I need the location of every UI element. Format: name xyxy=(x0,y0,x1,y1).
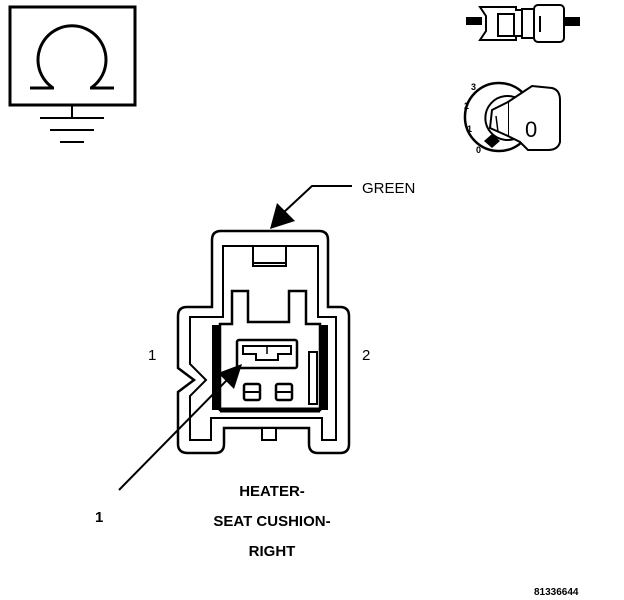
ignition-position-0: 0 xyxy=(476,145,481,155)
pin-2-label: 2 xyxy=(362,347,370,364)
ohm-symbol-icon xyxy=(8,5,137,107)
callout-label: 1 xyxy=(95,509,103,526)
ignition-key-label: 0 xyxy=(525,117,537,142)
figure-code: 81336644 xyxy=(534,587,579,598)
ignition-key-icon xyxy=(463,81,561,153)
connector-title-line-2: SEAT CUSHION- xyxy=(213,513,330,530)
callout-arrow xyxy=(118,364,242,491)
ignition-position-3: 3 xyxy=(471,82,476,92)
color-leader-arrow xyxy=(270,185,352,229)
connector-title-line-1: HEATER- xyxy=(239,483,305,500)
connector-body xyxy=(176,229,351,455)
ignition-position-2: 2 xyxy=(464,101,469,111)
connector-color-label: GREEN xyxy=(362,180,415,197)
ignition-position-1: 1 xyxy=(467,124,472,134)
ground-symbol-icon xyxy=(40,105,104,143)
pin-1-label: 1 xyxy=(148,347,156,364)
connector-title-line-3: RIGHT xyxy=(249,543,296,560)
connector-probe-icon xyxy=(466,4,580,43)
